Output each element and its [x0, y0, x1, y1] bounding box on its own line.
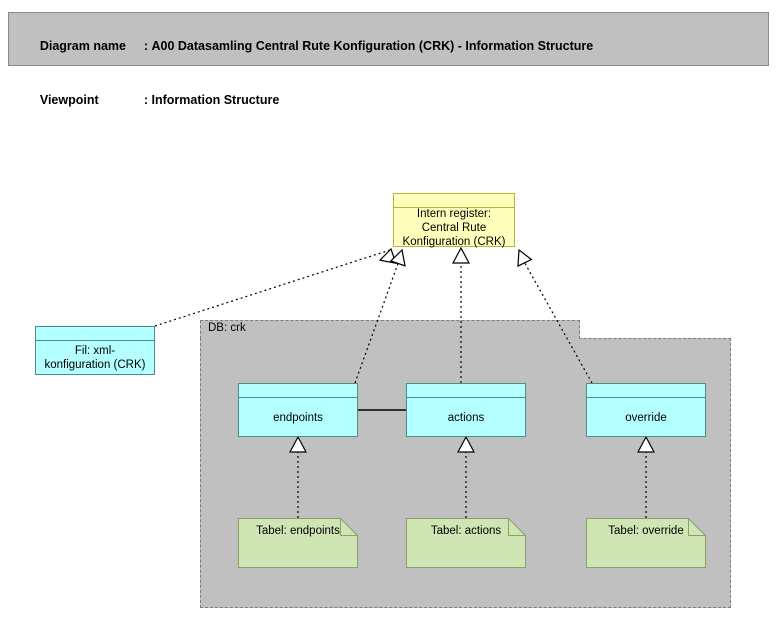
- note-shape: [406, 518, 526, 568]
- viewpoint-value: Information Structure: [151, 93, 280, 107]
- file-line-1: Fil: xml-: [74, 345, 116, 357]
- node-label: Fil: xml- konfiguration (CRK): [36, 342, 154, 374]
- node-file-xml-konfiguration[interactable]: Fil: xml- konfiguration (CRK): [35, 326, 155, 375]
- node-label: endpoints: [273, 411, 323, 424]
- diagram-header: Diagram name: A00 Datasamling Central Ru…: [8, 12, 769, 107]
- node-table-override[interactable]: Tabel: override: [586, 518, 706, 568]
- note-shape: [586, 518, 706, 568]
- note-label: Tabel: endpoints: [256, 525, 340, 537]
- viewpoint-line: Viewpoint: Information Structure: [19, 73, 768, 127]
- arrowhead-override-to-register: [517, 248, 533, 268]
- viewpoint-label: Viewpoint: [39, 93, 99, 107]
- diagram-name-label: Diagram name: [39, 39, 126, 53]
- node-strip: [36, 327, 154, 341]
- node-label: Intern register: Central Rute Konfigurat…: [394, 207, 514, 248]
- node-label: override: [625, 411, 667, 424]
- viewpoint-separator: :: [143, 93, 149, 107]
- node-entity-override[interactable]: override: [586, 383, 706, 437]
- node-strip: [239, 384, 357, 398]
- node-table-endpoints[interactable]: Tabel: endpoints: [238, 518, 358, 568]
- diagram-name-value: A00 Datasamling Central Rute Konfigurati…: [151, 39, 594, 53]
- note-label: Tabel: actions: [430, 525, 502, 537]
- note-shape: [238, 518, 358, 568]
- node-entity-endpoints[interactable]: endpoints: [238, 383, 358, 437]
- register-line-3: Konfiguration (CRK): [402, 235, 506, 248]
- file-line-2: konfiguration (CRK): [44, 359, 146, 371]
- node-strip: [587, 384, 705, 398]
- arrowhead-actions-to-register: [452, 246, 470, 264]
- node-label: actions: [447, 411, 485, 424]
- node-intern-register[interactable]: Intern register: Central Rute Konfigurat…: [393, 193, 515, 248]
- node-entity-actions[interactable]: actions: [406, 383, 526, 437]
- link-file-to-register: [154, 249, 391, 327]
- register-line-2: Central Rute: [421, 221, 487, 234]
- note-label: Tabel: override: [608, 525, 684, 537]
- diagram-name-separator: :: [143, 39, 149, 53]
- arrowhead-file-to-register: [378, 247, 397, 264]
- node-table-actions[interactable]: Tabel: actions: [406, 518, 526, 568]
- node-strip: [394, 194, 514, 208]
- group-tab: [200, 320, 580, 339]
- group-label: DB: crk: [208, 322, 246, 334]
- node-strip: [407, 384, 525, 398]
- register-line-1: Intern register:: [416, 207, 492, 220]
- diagram-name-line: Diagram name: A00 Datasamling Central Ru…: [19, 19, 768, 73]
- arrowhead-endpoints-to-register: [389, 248, 406, 267]
